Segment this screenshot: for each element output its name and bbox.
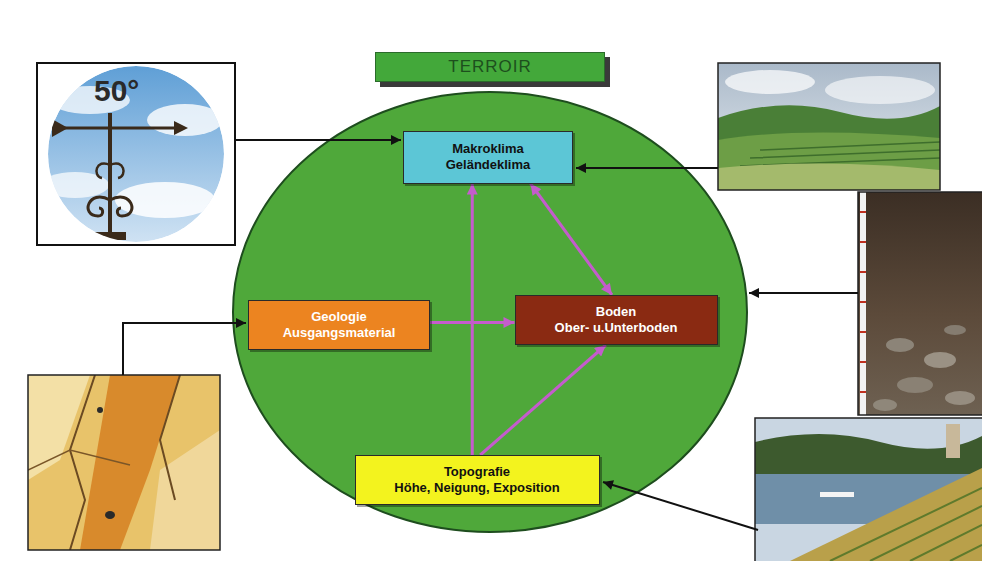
ruler-ticks <box>860 212 866 392</box>
geology-box: GeologieAusgangsmaterial <box>248 300 430 350</box>
rock-face <box>150 430 220 550</box>
pointer-arrow <box>235 139 401 141</box>
vane-scroll <box>110 163 124 178</box>
photo-frame <box>718 63 940 190</box>
photo-frame <box>37 63 235 245</box>
rock <box>28 375 220 550</box>
photo-frame <box>858 192 982 415</box>
factor-detail: Geländeklima <box>446 157 531 173</box>
weathervane-photo <box>37 63 235 245</box>
stone <box>924 352 956 368</box>
stone <box>944 325 966 335</box>
vane-arrow-tip <box>174 121 188 135</box>
meadow <box>718 163 940 190</box>
factor-heading: Makroklima <box>452 141 524 157</box>
terroir-circle <box>233 92 747 532</box>
sky <box>718 63 940 190</box>
hill <box>718 132 940 190</box>
pointer-arrow <box>123 323 246 375</box>
rock-crack <box>28 450 130 470</box>
influence-arrow <box>471 184 474 456</box>
factor-heading: Topografie <box>444 464 510 480</box>
cloud <box>825 76 935 104</box>
title-text: TERROIR <box>448 57 532 77</box>
river-photo <box>755 418 982 561</box>
factor-heading: Boden <box>596 304 636 320</box>
insect <box>105 511 115 519</box>
factor-detail: Ober- u.Unterboden <box>555 320 678 336</box>
influence-arrow <box>480 345 606 455</box>
photo-frame <box>755 418 982 561</box>
stone <box>886 338 914 352</box>
vane-scroll <box>88 197 110 216</box>
soil-box: BodenOber- u.Unterboden <box>515 295 718 345</box>
rock-crack <box>70 375 95 550</box>
soil <box>858 192 982 415</box>
rock-face <box>28 375 90 480</box>
vane-scroll <box>110 197 132 216</box>
landscape-photo <box>718 63 940 190</box>
stone <box>897 377 933 393</box>
vine-rows <box>830 488 982 561</box>
climate-box: MakroklimaGeländeklima <box>403 131 573 184</box>
factor-heading: Geologie <box>311 309 367 325</box>
sky <box>48 66 224 242</box>
title-box: TERROIR <box>375 52 605 82</box>
rock-photo <box>28 375 220 550</box>
vane-scroll <box>96 163 110 178</box>
ruler <box>860 192 866 415</box>
factor-detail: Höhe, Neigung, Exposition <box>394 480 559 496</box>
cloud <box>147 104 223 136</box>
sky <box>755 418 982 561</box>
cloud <box>725 70 815 94</box>
boat <box>820 492 854 497</box>
vine-rows <box>740 142 940 166</box>
factor-detail: Ausgangsmaterial <box>283 325 396 341</box>
soil-photo <box>858 192 982 415</box>
pointer-arrow <box>576 167 718 169</box>
castle-tower <box>946 424 960 458</box>
photo-frame <box>28 375 220 550</box>
rock-crack <box>160 375 180 500</box>
influence-arrow <box>531 184 612 296</box>
vane-arrow <box>60 127 176 130</box>
vane-figure: 50° <box>94 74 139 108</box>
pointer-arrow <box>749 292 858 294</box>
vineyard-slope <box>790 468 982 561</box>
sky-image <box>41 66 224 242</box>
pointer-arrow <box>603 482 758 530</box>
stone <box>873 399 897 411</box>
vane-base <box>94 232 126 240</box>
vane-pole <box>108 113 112 235</box>
vane-tail <box>52 119 68 137</box>
stone <box>945 391 975 405</box>
insect <box>97 407 103 413</box>
hill <box>718 105 940 190</box>
topography-box: TopografieHöhe, Neigung, Exposition <box>355 455 600 505</box>
